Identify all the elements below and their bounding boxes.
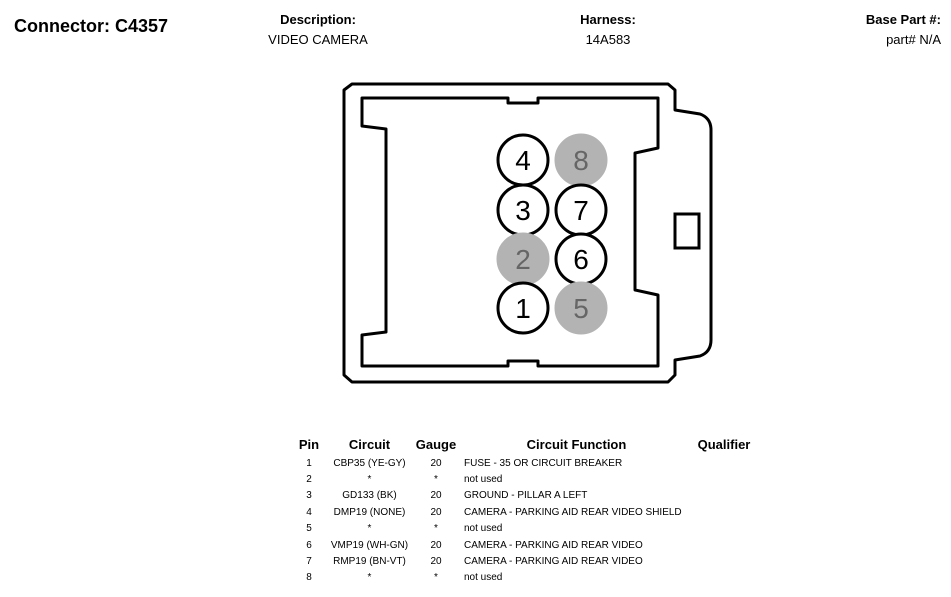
table-row: 8 * * not used (291, 570, 759, 586)
pin-group: 4 8 3 7 2 6 1 5 (496, 133, 608, 335)
cell-function: not used (464, 523, 503, 535)
pin-2-label: 2 (515, 244, 531, 275)
table-row: 6 VMP19 (WH-GN) 20 CAMERA - PARKING AID REA… (291, 537, 759, 553)
table-row: 5 * * not used (291, 521, 759, 537)
pin-5-circle (554, 281, 608, 335)
pin-3-label: 3 (515, 195, 531, 226)
pin-1-label: 1 (515, 293, 531, 324)
table-row: 3 GD133 (BK) 20 GROUND - PILLAR A LEFT (291, 488, 759, 504)
pin-8-label: 8 (573, 145, 589, 176)
cell-gauge: 20 (430, 556, 442, 568)
cell-pin: 4 (306, 506, 312, 518)
cell-pin: 5 (306, 523, 312, 535)
pin-table-header: Pin Circuit Gauge Circuit Function Quali… (291, 437, 759, 455)
pin-5-label: 5 (573, 293, 589, 324)
connector-housing-outer (342, 82, 713, 384)
table-row: 4 DMP19 (NONE) 20 CAMERA - PARKING AID REAR… (291, 504, 759, 520)
pin-7-label: 7 (573, 195, 589, 226)
cell-qualifier (689, 553, 759, 569)
cell-gauge: 20 (430, 457, 442, 469)
cell-gauge: 20 (430, 490, 442, 502)
cell-circuit: * (367, 523, 372, 535)
cell-pin: 1 (306, 457, 312, 469)
harness-block: Harness: 14A583 (528, 12, 688, 48)
base-part-label: Base Part #: (865, 12, 941, 27)
header-function: Circuit Function (526, 437, 627, 452)
connector-housing-inner (360, 96, 660, 368)
cell-circuit: GD133 (BK) (342, 490, 397, 502)
description-block: Description: VIDEO CAMERA (238, 12, 398, 48)
connector-latch (673, 212, 701, 250)
header-gauge: Gauge (415, 437, 457, 452)
description-label: Description: (280, 12, 356, 27)
cell-gauge: 20 (430, 506, 442, 518)
harness-value: 14A583 (585, 32, 631, 47)
cell-pin: 2 (306, 474, 312, 486)
connector-title: Connector: C4357 (14, 16, 169, 36)
cell-qualifier (689, 521, 759, 537)
cell-circuit: DMP19 (NONE) (333, 506, 406, 518)
pin-4-label: 4 (515, 145, 531, 176)
table-row: 7 RMP19 (BN-VT) 20 CAMERA - PARKING AID REA… (291, 553, 759, 569)
harness-label: Harness: (580, 12, 636, 27)
cell-qualifier (689, 570, 759, 586)
cell-pin: 3 (306, 490, 312, 502)
cell-circuit: CBP35 (YE-GY) (333, 457, 406, 469)
cell-circuit: * (367, 572, 372, 584)
cell-function: CAMERA - PARKING AID REAR VIDEO (464, 556, 643, 568)
cell-gauge: * (434, 474, 438, 486)
cell-qualifier (689, 471, 759, 487)
cell-pin: 7 (306, 556, 312, 568)
cell-function: CAMERA - PARKING AID REAR VIDEO (464, 539, 643, 551)
cell-function: GROUND - PILLAR A LEFT (464, 490, 588, 502)
table-row: 2 * * not used (291, 471, 759, 487)
cell-pin: 8 (306, 572, 312, 584)
pin-table: Pin Circuit Gauge Circuit Function Quali… (291, 437, 759, 586)
cell-qualifier (689, 488, 759, 504)
description-value: VIDEO CAMERA (268, 32, 368, 47)
pin-1-circle (496, 281, 550, 335)
header-qualifier: Qualifier (697, 437, 751, 452)
table-row: 1 CBP35 (YE-GY) 20 FUSE - 35 OR CIRCUIT BRE… (291, 455, 759, 471)
cell-gauge: * (434, 523, 438, 535)
cell-function: CAMERA - PARKING AID REAR VIDEO SHIELD (464, 506, 682, 518)
base-part-value: part# N/A (886, 32, 941, 47)
cell-gauge: * (434, 572, 438, 584)
cell-circuit: RMP19 (BN-VT) (333, 556, 406, 568)
cell-function: FUSE - 35 OR CIRCUIT BREAKER (464, 457, 623, 469)
cell-qualifier (689, 455, 759, 471)
base-part-block: Base Part #: part# N/A (866, 12, 941, 48)
cell-qualifier (689, 504, 759, 520)
connector-diagram: 4 8 3 7 2 6 1 5 (342, 82, 713, 384)
cell-circuit: VMP19 (WH-GN) (330, 539, 409, 551)
cell-function: not used (464, 474, 503, 486)
cell-gauge: 20 (430, 539, 442, 551)
cell-circuit: * (367, 474, 372, 486)
cell-pin: 6 (306, 539, 312, 551)
header-pin: Pin (298, 437, 320, 452)
pin-6-label: 6 (573, 244, 589, 275)
cell-qualifier (689, 537, 759, 553)
cell-function: not used (464, 572, 503, 584)
header-circuit: Circuit (348, 437, 391, 452)
